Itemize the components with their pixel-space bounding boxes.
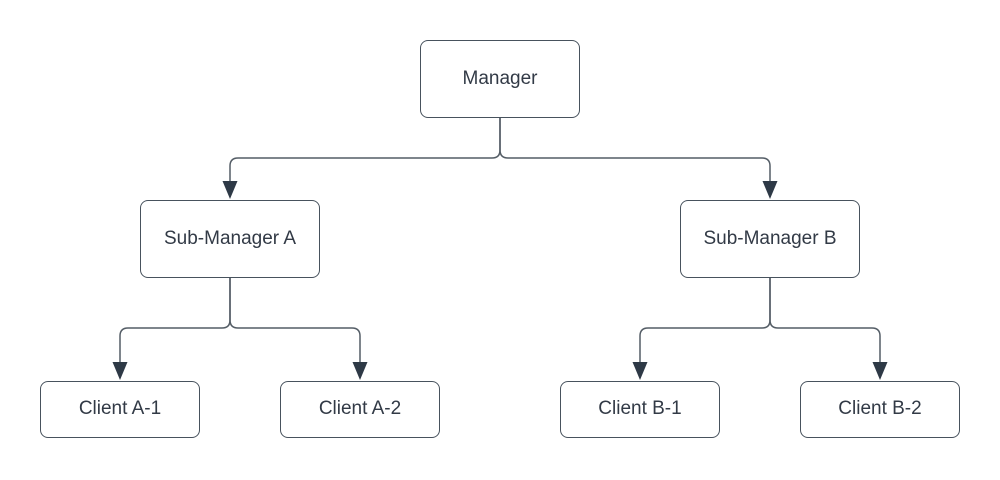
- node-client-b2[interactable]: Client B-2: [800, 381, 960, 438]
- edge-manager-to-sub-manager-a: [222, 118, 501, 199]
- arrowhead-icon: [112, 362, 128, 380]
- node-client-b1[interactable]: Client B-1: [560, 381, 720, 438]
- node-label: Client A-1: [78, 398, 162, 420]
- node-label: Client B-2: [838, 398, 922, 420]
- edge-sub-manager-b-to-client-b2: [769, 278, 888, 380]
- node-manager[interactable]: Manager: [420, 40, 580, 118]
- edge-manager-to-sub-manager-b: [499, 118, 778, 199]
- node-label: Sub-Manager B: [703, 227, 837, 249]
- node-client-a1[interactable]: Client A-1: [40, 381, 200, 438]
- arrowhead-icon: [872, 362, 888, 380]
- arrowhead-icon: [632, 362, 648, 380]
- node-label: Sub-Manager A: [163, 227, 297, 249]
- node-client-a2[interactable]: Client A-2: [280, 381, 440, 438]
- node-label: Client B-1: [598, 398, 682, 420]
- arrowhead-icon: [762, 181, 778, 199]
- node-label: Manager: [462, 67, 538, 89]
- edge-sub-manager-b-to-client-b1: [632, 278, 771, 380]
- edge-sub-manager-a-to-client-a1: [112, 278, 231, 380]
- arrowhead-icon: [222, 181, 238, 199]
- node-label: Client A-2: [318, 398, 402, 420]
- arrowhead-icon: [352, 362, 368, 380]
- edge-sub-manager-a-to-client-a2: [229, 278, 368, 380]
- node-sub-manager-b[interactable]: Sub-Manager B: [680, 200, 860, 278]
- node-sub-manager-a[interactable]: Sub-Manager A: [140, 200, 320, 278]
